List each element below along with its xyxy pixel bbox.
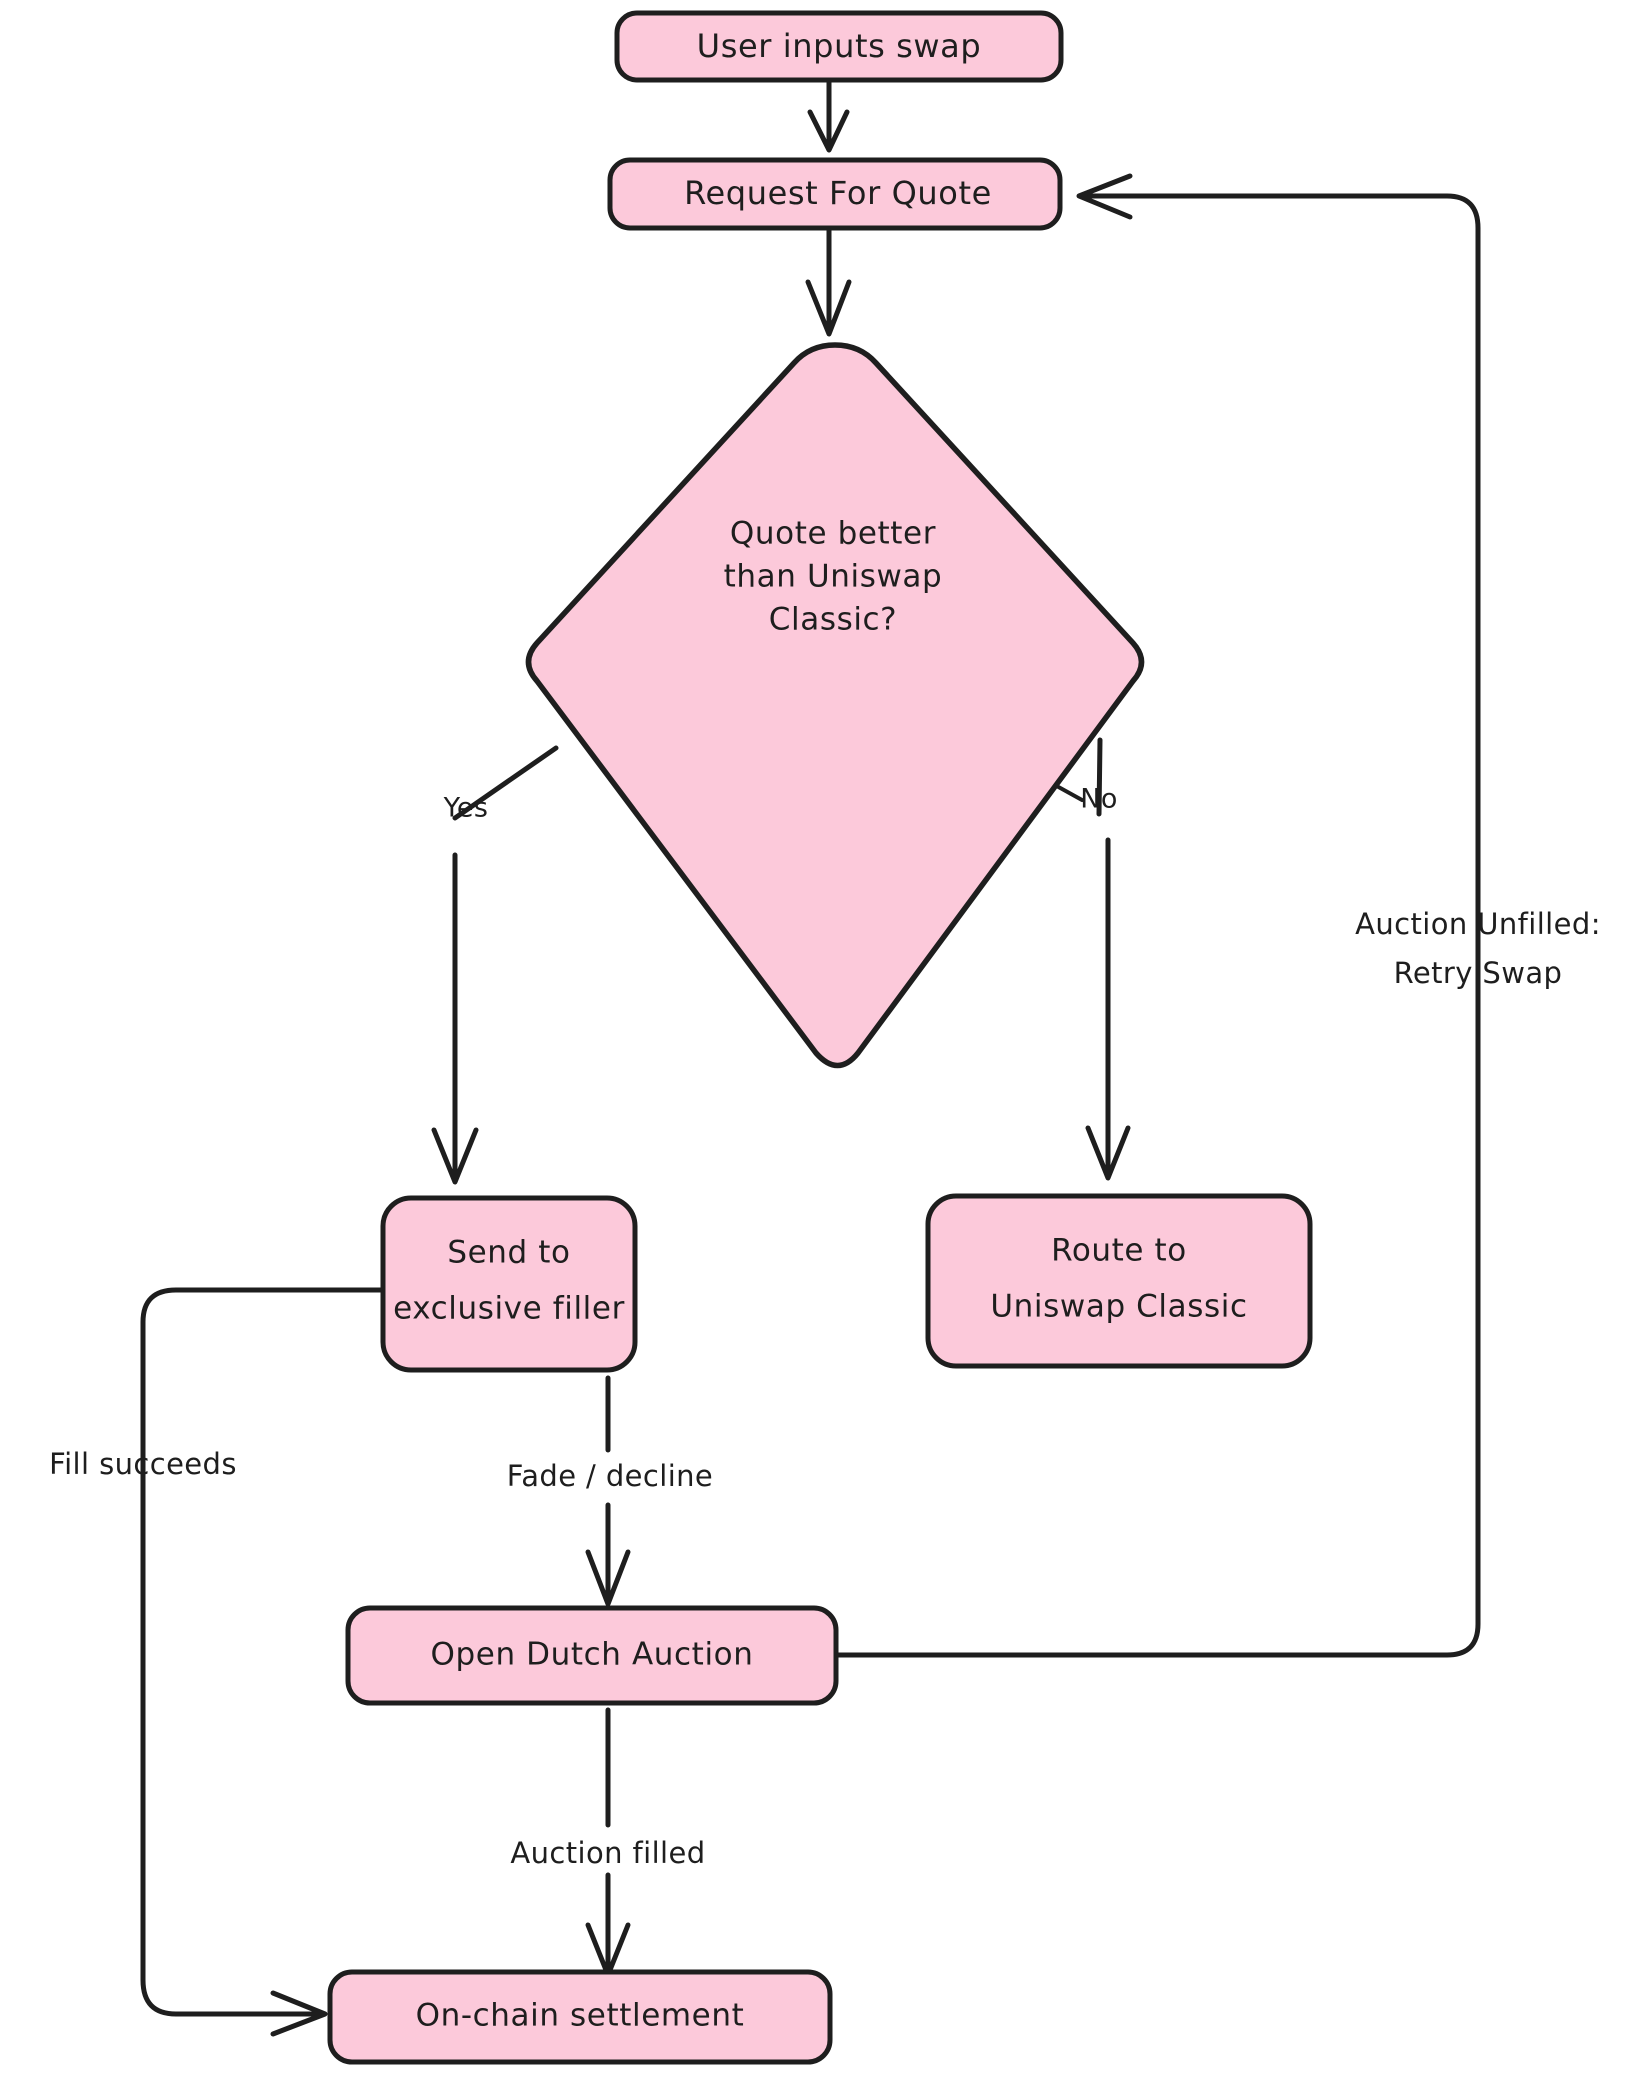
- node-label-request-for-quote: Request For Quote: [684, 174, 992, 212]
- node-send-to-exclusive-filler[interactable]: Send to exclusive filler: [380, 1195, 638, 1373]
- edge-exclusive-to-settlement: Fill succeeds: [49, 1287, 403, 2037]
- edge-rfq-to-decision: [805, 224, 852, 337]
- node-label-on-chain-settlement: On-chain settlement: [416, 1998, 745, 2034]
- edge-label-auction-filled: Auction filled: [510, 1836, 705, 1870]
- edge-label-yes: Yes: [443, 793, 489, 824]
- node-label-decision-line2: than Uniswap: [724, 559, 943, 595]
- edge-label-no: No: [1080, 784, 1118, 815]
- node-label-exclusive-line2: exclusive filler: [393, 1291, 625, 1327]
- node-label-user-inputs-swap: User inputs swap: [697, 27, 982, 65]
- node-quote-better-decision[interactable]: Quote better than Uniswap Classic?: [525, 342, 1145, 1069]
- node-route-to-uniswap-classic[interactable]: Route to Uniswap Classic: [925, 1193, 1313, 1369]
- node-user-inputs-swap[interactable]: User inputs swap: [614, 10, 1064, 83]
- edge-label-fill-succeeds: Fill succeeds: [49, 1447, 237, 1481]
- edge-auction-to-settlement: Auction filled: [510, 1707, 705, 1978]
- edge-exclusive-to-auction: Fade / decline: [507, 1375, 713, 1607]
- node-label-classic-line1: Route to: [1051, 1233, 1187, 1269]
- node-label-decision-line3: Classic?: [769, 602, 897, 638]
- node-label-classic-line2: Uniswap Classic: [990, 1289, 1247, 1325]
- node-label-decision-line1: Quote better: [730, 516, 936, 552]
- edge-decision-to-exclusive: Yes: [431, 745, 559, 1185]
- edge-label-retry-line2: Retry Swap: [1394, 956, 1563, 990]
- node-request-for-quote[interactable]: Request For Quote: [607, 157, 1063, 231]
- node-label-exclusive-line1: Send to: [447, 1235, 570, 1271]
- edge-user-input-to-rfq: [807, 77, 850, 153]
- edge-label-retry-line1: Auction Unfilled:: [1355, 907, 1601, 941]
- node-label-open-dutch-auction: Open Dutch Auction: [431, 1637, 754, 1673]
- edge-auction-to-rfq: Auction Unfilled: Retry Swap: [835, 173, 1601, 1658]
- node-open-dutch-auction[interactable]: Open Dutch Auction: [345, 1605, 839, 1706]
- edge-label-fade-decline: Fade / decline: [507, 1459, 713, 1493]
- node-on-chain-settlement[interactable]: On-chain settlement: [327, 1969, 833, 2065]
